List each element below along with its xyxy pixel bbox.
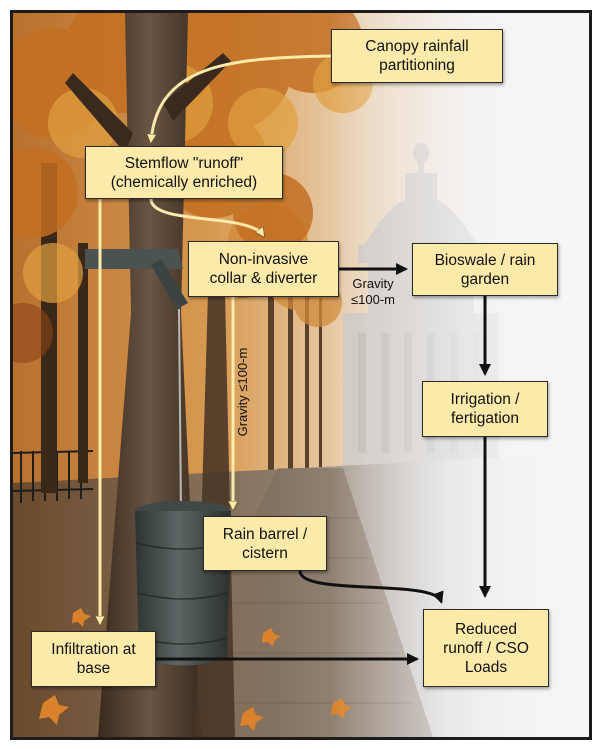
arrow-stemflow-to-collar [149,197,263,235]
arrow-canopy-to-stemflow [151,54,333,141]
node-collar-diverter: Non-invasive collar & diverter [188,241,339,297]
arrow-barrel-to-reduced [298,569,444,604]
diagram-frame: Gravity ≤100-m Gravity ≤100-m Canopy rai… [10,10,592,740]
node-irrigation: Irrigation / fertigation [422,381,548,437]
node-canopy-rainfall: Canopy rainfall partitioning [331,29,503,83]
node-reduced-runoff: Reduced runoff / CSO Loads [423,609,549,687]
edge-label-gravity-vertical: Gravity ≤100-m [235,347,250,437]
flow-arrows [13,54,491,665]
node-bioswale: Bioswale / rain garden [412,243,558,296]
node-rain-barrel: Rain barrel / cistern [203,516,327,571]
node-infiltration: Infiltration at base [31,631,156,687]
edge-label-gravity-horizontal: Gravity ≤100-m [351,276,395,307]
node-stemflow: Stemflow "runoff" (chemically enriched) [85,146,283,199]
